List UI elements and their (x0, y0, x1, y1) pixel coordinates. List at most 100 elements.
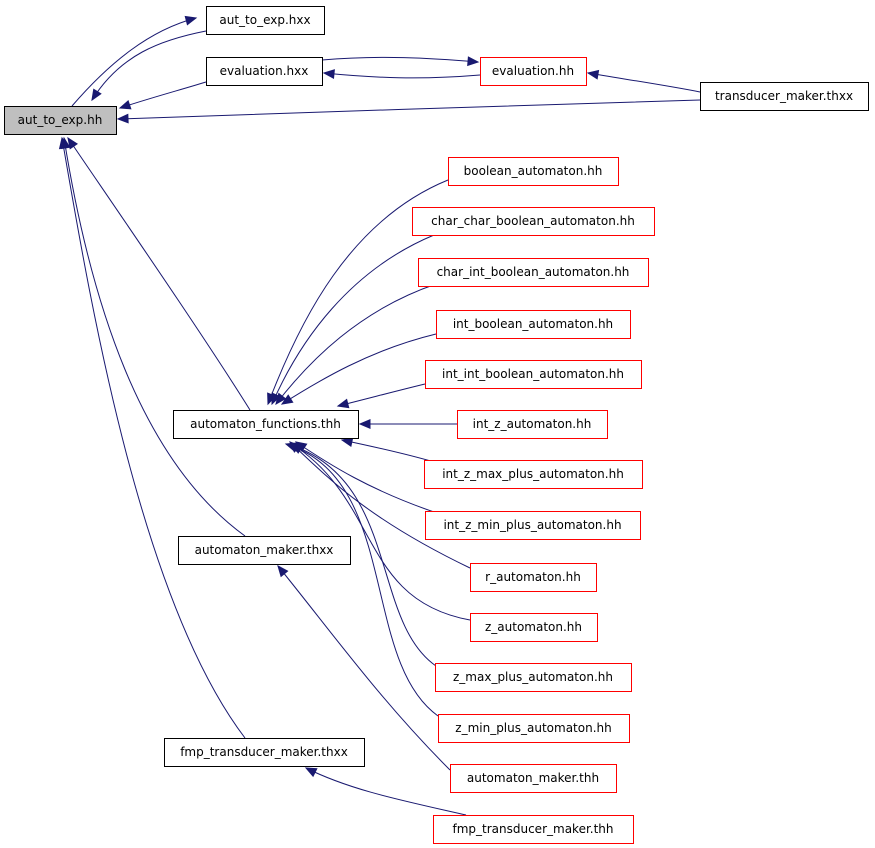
node-label[interactable]: automaton_maker.thh (467, 771, 599, 785)
node-automaton-maker-thxx: automaton_maker.thxx (178, 536, 351, 565)
edge-aut-to-exp-hh-to-aut-to-exp-hxx-line (71, 17, 197, 107)
node-z-automaton-hh[interactable]: z_automaton.hh (470, 613, 598, 642)
node-box[interactable] (470, 563, 597, 592)
node-int-int-boolean-automaton-hh[interactable]: int_int_boolean_automaton.hh (425, 360, 642, 389)
node-box[interactable] (418, 258, 649, 287)
node-int-z-min-plus-automaton-hh[interactable]: int_z_min_plus_automaton.hh (425, 511, 641, 540)
node-int-z-automaton-hh[interactable]: int_z_automaton.hh (457, 410, 608, 439)
node-label[interactable]: z_min_plus_automaton.hh (455, 721, 611, 735)
edge-int-int-boolean-automaton-hh-to-automaton-functions-thh-line (337, 383, 426, 407)
node-box[interactable] (425, 511, 641, 540)
edge-transducer-maker-thxx-to-aut-to-exp-hh-arrowhead-icon (116, 113, 129, 124)
node-label: transducer_maker.thxx (715, 89, 853, 103)
node-label[interactable]: z_automaton.hh (485, 620, 582, 634)
edge-evaluation-hh-to-evaluation-hxx-arrowhead-icon (322, 69, 335, 79)
node-z-max-plus-automaton-hh[interactable]: z_max_plus_automaton.hh (435, 663, 632, 692)
node-box[interactable] (412, 207, 655, 236)
edge-int-boolean-automaton-hh-to-automaton-functions-thh-arrowhead-icon (280, 394, 294, 405)
node-label[interactable]: r_automaton.hh (485, 570, 581, 584)
node-fmp-transducer-maker-thxx: fmp_transducer_maker.thxx (164, 738, 365, 767)
edge-fmp-transducer-maker-thh-to-fmp-transducer-maker-thxx-line (305, 767, 467, 816)
edge-char-char-boolean-automaton-hh-to-automaton-functions-thh-line (271, 234, 435, 405)
node-label: fmp_transducer_maker.thxx (180, 745, 348, 759)
edge-char-int-boolean-automaton-hh-to-automaton-functions-thh-line (275, 283, 437, 405)
node-box (206, 6, 325, 35)
node-box (4, 106, 117, 135)
node-z-min-plus-automaton-hh[interactable]: z_min_plus_automaton.hh (438, 714, 630, 743)
node-box (700, 82, 869, 111)
node-label[interactable]: int_z_automaton.hh (473, 417, 592, 431)
node-char-int-boolean-automaton-hh[interactable]: char_int_boolean_automaton.hh (418, 258, 649, 287)
node-evaluation-hh[interactable]: evaluation.hh (480, 57, 587, 86)
edge-z-automaton-hh-to-automaton-functions-thh-line (291, 443, 471, 621)
edge-fmp-transducer-maker-thh-to-fmp-transducer-maker-thxx-arrowhead-icon (304, 767, 318, 778)
edge-automaton-maker-thxx-to-aut-to-exp-hh (60, 136, 246, 537)
edge-int-z-automaton-hh-to-automaton-functions-thh-arrowhead-icon (358, 419, 371, 429)
edge-z-min-plus-automaton-hh-to-automaton-functions-thh-line (285, 443, 439, 717)
node-int-boolean-automaton-hh[interactable]: int_boolean_automaton.hh (436, 310, 631, 339)
node-label[interactable]: z_max_plus_automaton.hh (453, 670, 613, 684)
node-label[interactable]: int_z_min_plus_automaton.hh (443, 518, 621, 532)
node-label[interactable]: fmp_transducer_maker.thh (452, 822, 613, 836)
node-box[interactable] (450, 764, 617, 793)
node-label: automaton_functions.thh (190, 417, 341, 431)
edge-int-z-min-plus-automaton-hh-to-automaton-functions-thh-line (295, 441, 435, 513)
node-char-char-boolean-automaton-hh[interactable]: char_char_boolean_automaton.hh (412, 207, 655, 236)
edge-int-z-max-plus-automaton-hh-to-automaton-functions-thh-line (341, 439, 435, 463)
node-label[interactable]: evaluation.hh (492, 64, 574, 78)
node-box[interactable] (448, 157, 619, 186)
node-label[interactable]: boolean_automaton.hh (464, 164, 603, 178)
edge-automaton-functions-thh-to-aut-to-exp-hh-line (67, 137, 251, 411)
node-box[interactable] (480, 57, 587, 86)
edge-automaton-functions-thh-to-aut-to-exp-hh-arrowhead-icon (67, 136, 78, 150)
node-label[interactable]: char_int_boolean_automaton.hh (437, 265, 630, 279)
node-box[interactable] (457, 410, 608, 439)
node-int-z-max-plus-automaton-hh[interactable]: int_z_max_plus_automaton.hh (424, 460, 643, 489)
node-aut-to-exp-hh: aut_to_exp.hh (4, 106, 117, 135)
node-r-automaton-hh[interactable]: r_automaton.hh (470, 563, 597, 592)
edge-boolean-automaton-hh-to-automaton-functions-thh-line (267, 179, 449, 405)
edge-transducer-maker-thxx-to-evaluation-hh (586, 69, 701, 93)
edge-fmp-transducer-maker-thxx-to-aut-to-exp-hh (58, 136, 246, 739)
node-box[interactable] (438, 714, 630, 743)
edge-z-min-plus-automaton-hh-to-automaton-functions-thh (284, 442, 439, 717)
node-box[interactable] (425, 360, 642, 389)
edge-z-max-plus-automaton-hh-to-automaton-functions-thh-line (287, 443, 437, 667)
node-box (173, 410, 359, 439)
edge-int-z-min-plus-automaton-hh-to-automaton-functions-thh (294, 441, 435, 513)
node-box[interactable] (470, 613, 598, 642)
edge-fmp-transducer-maker-thxx-to-aut-to-exp-hh-line (61, 137, 246, 739)
node-evaluation-hxx: evaluation.hxx (206, 57, 323, 86)
edge-int-z-max-plus-automaton-hh-to-automaton-functions-thh-arrowhead-icon (340, 437, 354, 448)
edge-transducer-maker-thxx-to-evaluation-hh-arrowhead-icon (586, 69, 600, 80)
node-box[interactable] (424, 460, 643, 489)
edge-aut-to-exp-hh-to-aut-to-exp-hxx (71, 15, 198, 107)
edge-evaluation-hxx-to-evaluation-hh-line (321, 56, 479, 63)
node-box[interactable] (433, 815, 634, 844)
edge-aut-to-exp-hh-to-aut-to-exp-hxx-arrowhead-icon (184, 15, 198, 26)
edge-transducer-maker-thxx-to-aut-to-exp-hh-line (117, 99, 701, 120)
node-label[interactable]: char_char_boolean_automaton.hh (431, 214, 635, 228)
node-fmp-transducer-maker-thh[interactable]: fmp_transducer_maker.thh (433, 815, 634, 844)
edge-evaluation-hh-to-evaluation-hxx-line (323, 72, 481, 79)
nodes-layer: aut_to_exp.hhaut_to_exp.hxxevaluation.hx… (4, 6, 869, 844)
edge-fmp-transducer-maker-thh-to-fmp-transducer-maker-thxx (304, 767, 467, 816)
node-box[interactable] (435, 663, 632, 692)
node-label[interactable]: int_boolean_automaton.hh (453, 317, 613, 331)
edge-transducer-maker-thxx-to-aut-to-exp-hh (116, 99, 701, 124)
edge-char-char-boolean-automaton-hh-to-automaton-functions-thh (271, 234, 435, 406)
edge-transducer-maker-thxx-to-evaluation-hh-line (587, 72, 701, 93)
node-label[interactable]: int_int_boolean_automaton.hh (442, 367, 624, 381)
edges-layer (58, 15, 701, 816)
node-boolean-automaton-hh[interactable]: boolean_automaton.hh (448, 157, 619, 186)
edge-char-int-boolean-automaton-hh-to-automaton-functions-thh-arrowhead-icon (275, 392, 287, 406)
edge-int-int-boolean-automaton-hh-to-automaton-functions-thh-arrowhead-icon (336, 398, 350, 409)
node-automaton-maker-thh[interactable]: automaton_maker.thh (450, 764, 617, 793)
node-box[interactable] (436, 310, 631, 339)
node-label[interactable]: int_z_max_plus_automaton.hh (442, 467, 624, 481)
edge-evaluation-hxx-to-aut-to-exp-hh (118, 81, 207, 110)
edge-automaton-maker-thh-to-automaton-maker-thxx (277, 564, 451, 771)
node-label: aut_to_exp.hh (18, 113, 103, 127)
node-label: evaluation.hxx (220, 64, 309, 78)
edge-int-z-max-plus-automaton-hh-to-automaton-functions-thh (340, 437, 435, 463)
